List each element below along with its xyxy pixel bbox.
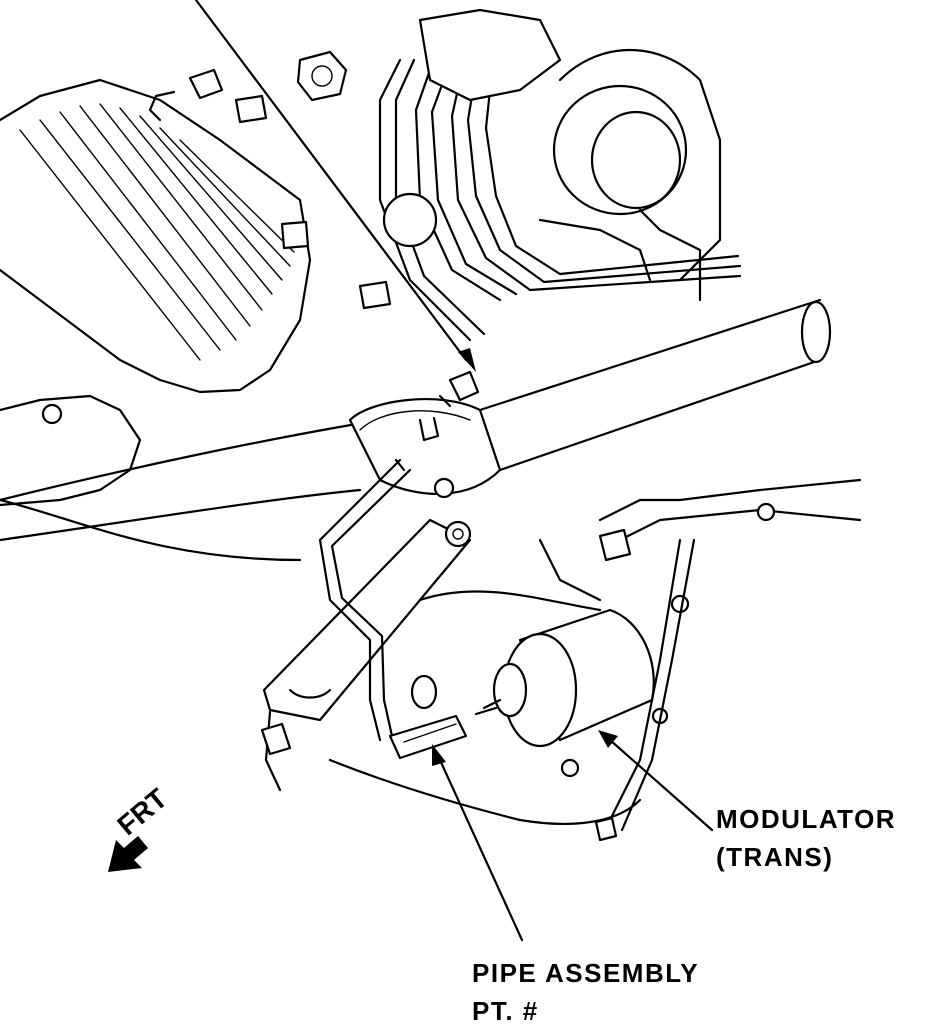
tube-clamp [348, 398, 502, 499]
modulator-callout: MODULATOR (TRANS) [716, 800, 896, 876]
modulator-label-line2: (TRANS) [716, 842, 834, 872]
support-bracket [260, 518, 472, 792]
throttle-body [382, 8, 722, 302]
upper-leader-line [194, 0, 476, 372]
modulator [482, 608, 655, 778]
pipe-assembly-callout: PIPE ASSEMBLY PT. # [472, 954, 699, 1030]
transmission-housing [328, 478, 862, 842]
modulator-leader [598, 730, 714, 832]
oil-pan [0, 78, 312, 562]
pipe-label-line1: PIPE ASSEMBLY [472, 958, 700, 988]
block-bolts [148, 50, 392, 310]
pipe-route [318, 458, 412, 742]
front-arrow-icon [108, 836, 148, 872]
fuel-lines [378, 58, 742, 342]
crossmember-tube [0, 298, 832, 542]
vacuum-nipple [438, 370, 480, 408]
pipe-label-line2: PT. # [472, 996, 539, 1026]
modulator-label-line1: MODULATOR [716, 804, 897, 834]
pipe-assembly-hose [388, 706, 498, 760]
pipe-leader [432, 744, 524, 942]
bolt-icon [41, 403, 63, 425]
